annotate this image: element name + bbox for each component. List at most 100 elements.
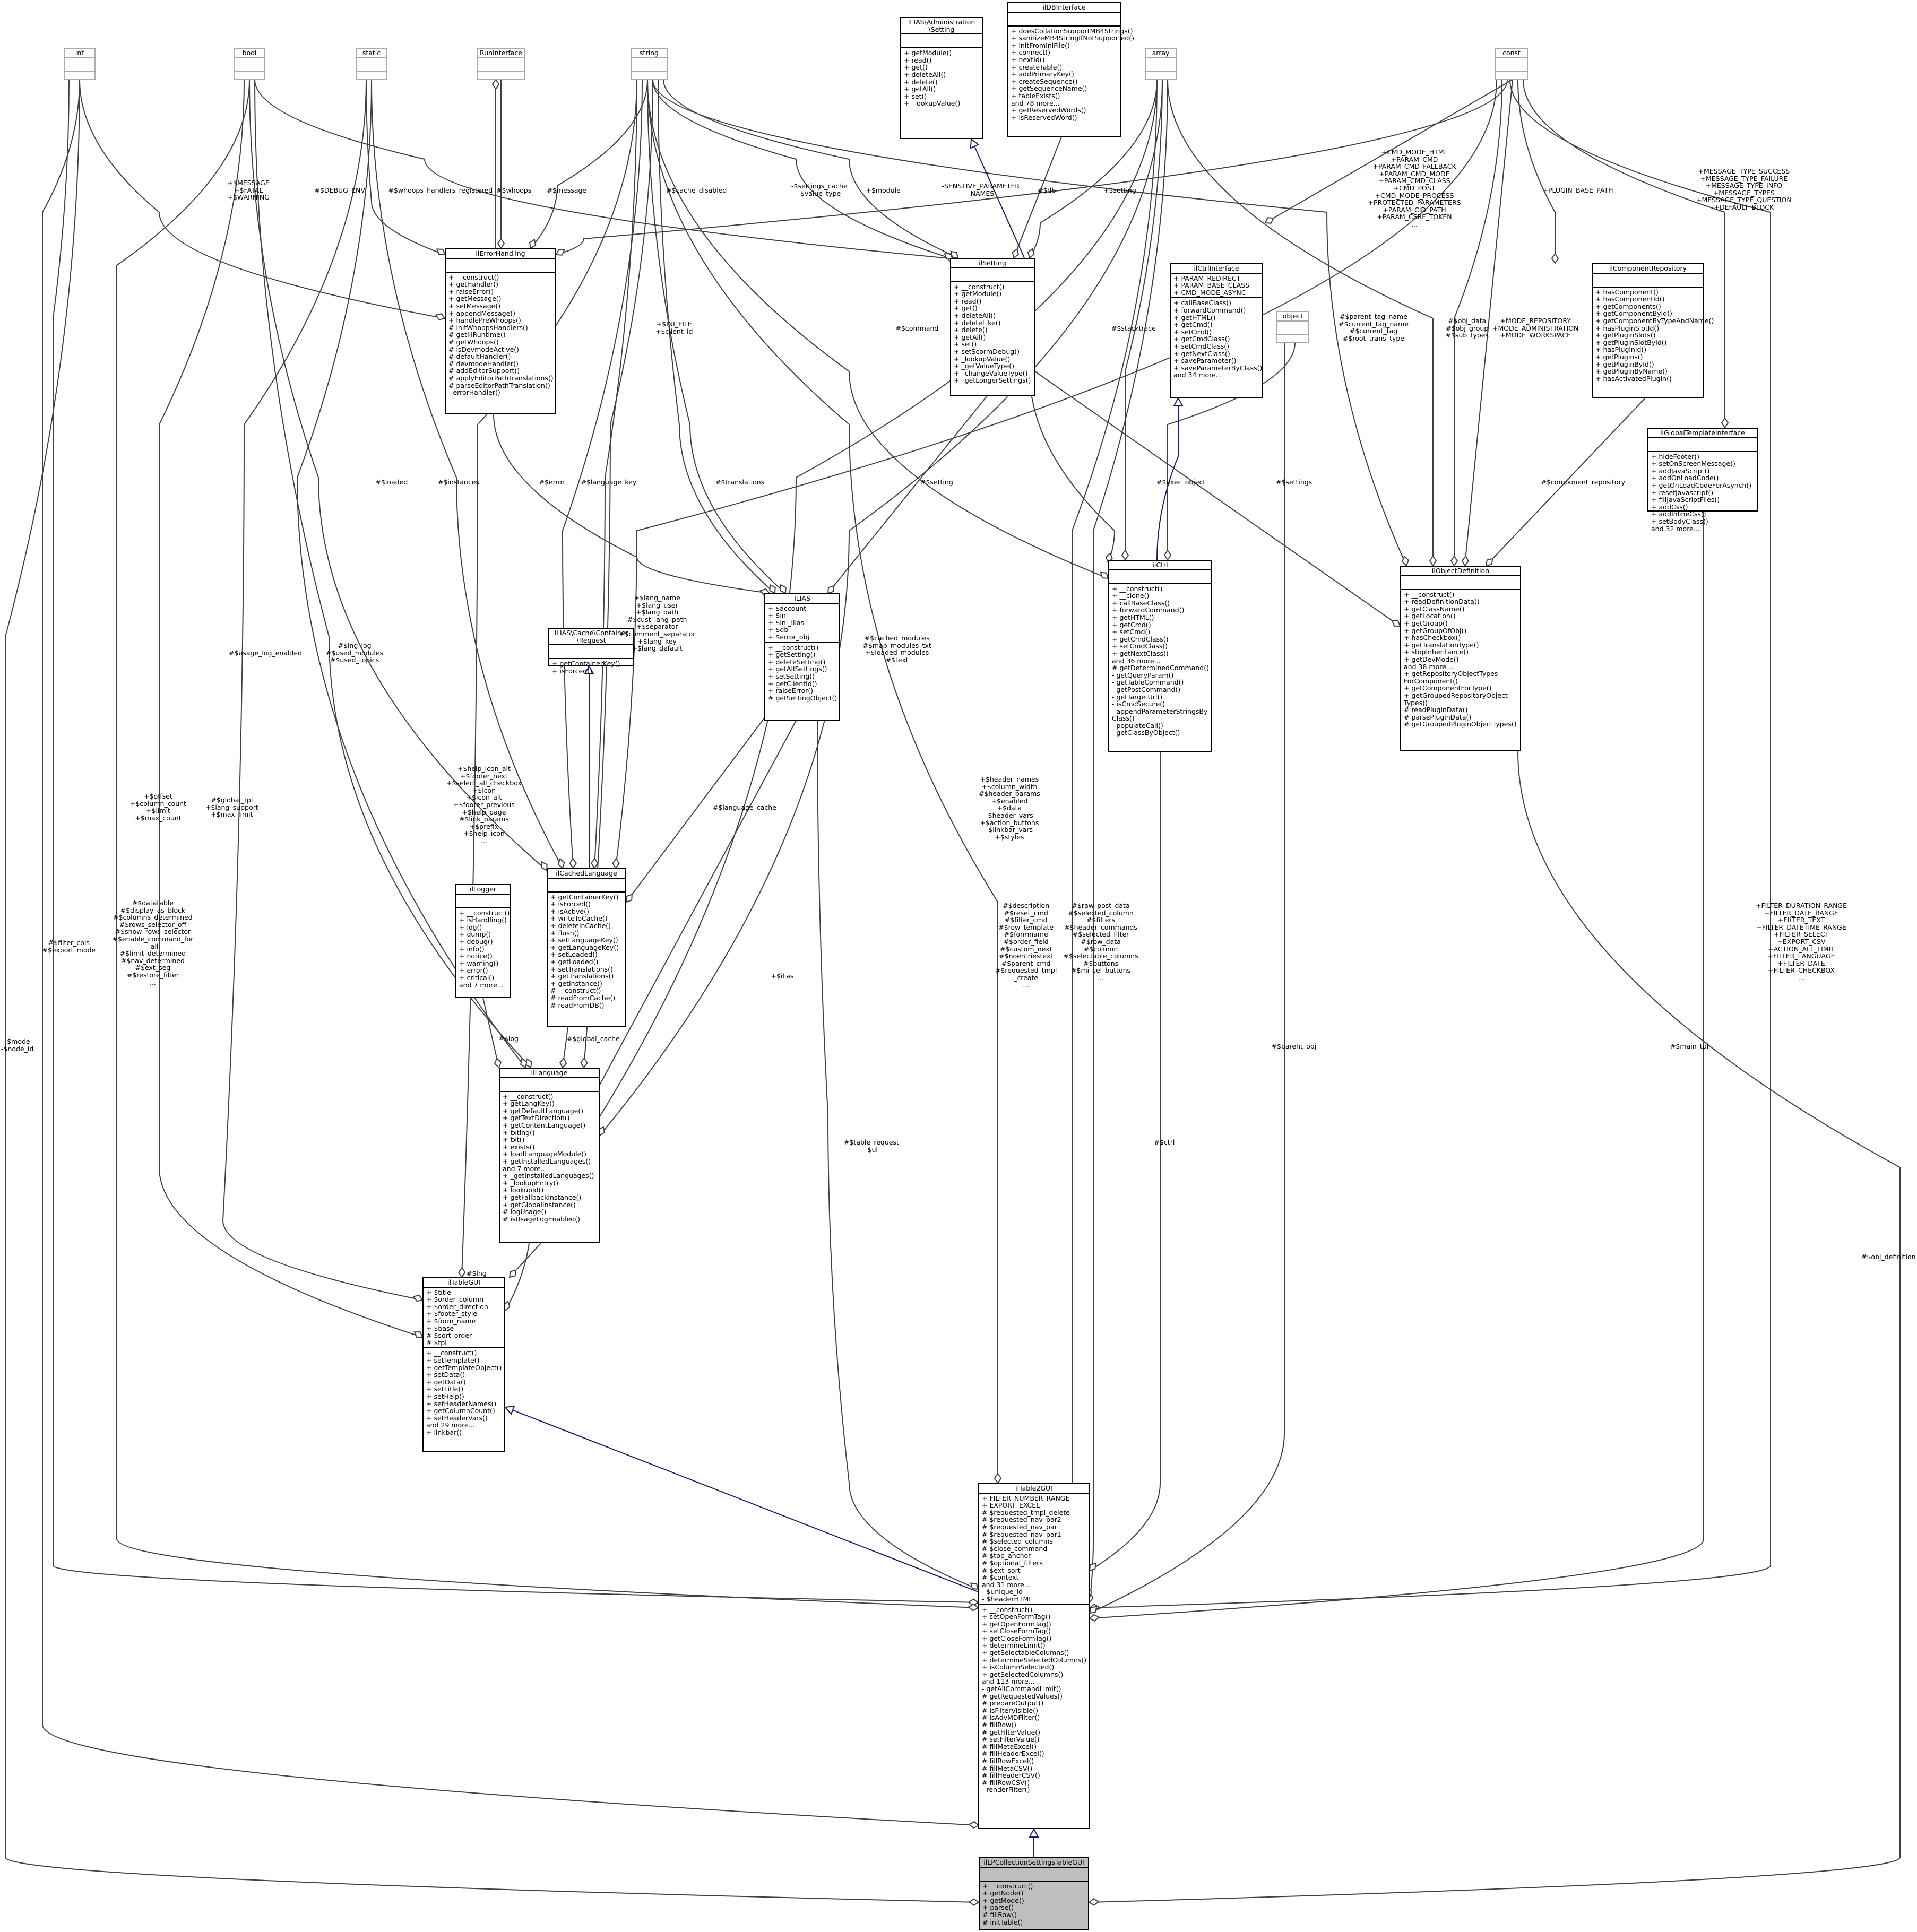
class-methods: + __construct()+ __clone()+ callBaseClas… bbox=[1109, 584, 1211, 738]
association-edge bbox=[366, 79, 445, 255]
association-edge bbox=[1029, 79, 1158, 258]
class-methods: + __construct()+ getNode()+ getMode()+ p… bbox=[980, 1882, 1088, 1927]
class-method: + getInstance() bbox=[550, 979, 602, 987]
class-method: + addCss() bbox=[1651, 503, 1688, 511]
class-box-object[interactable]: object bbox=[1276, 311, 1309, 343]
class-method: + hasPluginId() bbox=[1595, 345, 1647, 354]
aggregation-diamond bbox=[950, 250, 959, 259]
class-box-array[interactable]: array bbox=[1145, 48, 1177, 80]
class-method: # isDevmodeActive() bbox=[448, 345, 520, 353]
class-box-lang[interactable]: ilLanguage+ __construct()+ getLangKey()+… bbox=[499, 1068, 600, 1243]
class-methods: + doesCollationSupportMB4Strings()+ sani… bbox=[1008, 27, 1134, 123]
class-box-cachedlang[interactable]: ilCachedLanguage+ getContainerKey()+ isF… bbox=[547, 868, 626, 1027]
class-method: + getComponents() bbox=[1595, 302, 1661, 310]
aggregation-diamond bbox=[1088, 1898, 1100, 1906]
class-method: + getModule() bbox=[904, 49, 952, 57]
class-method: # getWhoops() bbox=[448, 337, 499, 346]
inheritance-arrowhead bbox=[970, 138, 980, 149]
class-box-logger[interactable]: ilLogger+ __construct()+ isHandling()+ l… bbox=[455, 884, 511, 998]
edge-label: #$usage_log_enabled bbox=[229, 649, 303, 657]
class-box-objdef[interactable]: ilObjectDefinition+ __construct()+ readD… bbox=[1400, 566, 1521, 751]
edge-label: +$help_icon_alt +$footer_next +$select_a… bbox=[446, 765, 522, 845]
class-method: + setHeaderVars() bbox=[426, 1414, 488, 1422]
edge-label: #$component_repository bbox=[1541, 478, 1626, 486]
class-box-int[interactable]: int bbox=[64, 48, 96, 80]
class-method: + hasComponentId() bbox=[1595, 295, 1665, 304]
class-methods bbox=[1277, 335, 1308, 348]
class-method: + raiseError() bbox=[448, 287, 494, 296]
class-box-err[interactable]: ilErrorHandling+ __construct()+ getHandl… bbox=[445, 248, 556, 414]
association-edge bbox=[222, 79, 423, 1301]
class-method: - errorHandler() bbox=[448, 388, 500, 397]
class-title: const bbox=[1496, 49, 1527, 58]
class-attribute: + $order_direction bbox=[426, 1302, 488, 1311]
aggregation-diamond bbox=[497, 238, 505, 249]
class-box-table2gui[interactable]: ilTable2GUI+ FILTER_NUMBER_RANGE+ EXPORT… bbox=[978, 1483, 1090, 1829]
class-attribute: + CMD_MODE_ASYNC bbox=[1173, 288, 1246, 297]
class-box-string[interactable]: string bbox=[631, 48, 668, 80]
class-method: + log() bbox=[459, 923, 482, 931]
aggregation-diamond bbox=[1012, 248, 1020, 259]
class-box-bool[interactable]: bool bbox=[234, 48, 265, 80]
class-box-dbi[interactable]: ilDBInterface+ doesCollationSupportMB4St… bbox=[1007, 2, 1134, 137]
class-box-run[interactable]: RunInterface bbox=[477, 48, 525, 80]
class-method: + setMessage() bbox=[448, 301, 501, 310]
class-method: + addOnLoadCode() bbox=[1651, 474, 1719, 482]
class-method: + getData() bbox=[426, 1377, 466, 1386]
class-box-static[interactable]: static bbox=[356, 48, 387, 80]
class-attributes bbox=[500, 1078, 599, 1092]
aggregation-diamond bbox=[569, 857, 577, 869]
aggregation-diamond bbox=[1089, 1562, 1096, 1572]
class-method: + getCmd() bbox=[1173, 320, 1213, 329]
class-box-ctrlif[interactable]: ilCtrlInterface+ PARAM_REDIRECT+ PARAM_B… bbox=[1170, 263, 1263, 398]
class-method: + getOnLoadCodeForAsynch() bbox=[1651, 481, 1752, 489]
inheritance-arrowhead bbox=[584, 664, 594, 674]
association-edge bbox=[116, 79, 979, 1608]
class-box-ilias_setting[interactable]: ILIAS\Administration \Setting+ getModule… bbox=[900, 17, 983, 139]
class-method: + read() bbox=[904, 56, 932, 64]
class-method: + stopInheritance() bbox=[1404, 648, 1469, 656]
class-method: # applyEditorPathTranslations() bbox=[448, 374, 554, 382]
edge-label: #$settings bbox=[1276, 478, 1312, 486]
class-box-ilias[interactable]: ILIAS+ $account+ $ini+ $ini_ilias+ $db+ … bbox=[764, 593, 840, 721]
edge-label: #$log bbox=[498, 1035, 519, 1043]
class-box-ilsetting[interactable]: ilSetting+ __construct()+ getModule()+ r… bbox=[950, 258, 1035, 396]
class-box-const[interactable]: const bbox=[1495, 48, 1528, 80]
class-method: + raiseError() bbox=[768, 687, 814, 695]
class-method: # readPluginData() bbox=[1404, 706, 1468, 714]
class-method: + getComponentById() bbox=[1595, 309, 1672, 318]
class-box-cachereq[interactable]: ILIAS\Cache\Container \Request+ getConta… bbox=[548, 628, 634, 674]
edge-label: +$lang_name +$lang_user +$lang_path #$cu… bbox=[619, 594, 696, 653]
aggregation-diamond bbox=[968, 1821, 980, 1829]
class-box-comprepo[interactable]: ilComponentRepository+ hasComponent()+ h… bbox=[1592, 263, 1714, 398]
association-edge bbox=[1089, 343, 1285, 1614]
edge-label: +$ilias bbox=[771, 972, 794, 980]
class-method: # parsePluginData() bbox=[1404, 713, 1472, 721]
class-title: static bbox=[357, 49, 386, 58]
class-method: # getGroupedPluginObjectTypes() bbox=[1404, 720, 1517, 729]
association-edge bbox=[647, 79, 786, 594]
edge-label: #$obj_definition bbox=[1861, 1253, 1916, 1261]
class-attributes bbox=[951, 268, 1034, 282]
class-box-gtpl[interactable]: ilGlobalTemplateInterface+ hideFooter()+… bbox=[1647, 428, 1758, 532]
class-method: + hasPluginSlotId() bbox=[1595, 324, 1660, 332]
class-method: - getClassByObject() bbox=[1112, 729, 1180, 737]
class-attributes bbox=[1593, 274, 1703, 288]
class-attributes bbox=[1109, 570, 1211, 584]
class-method: and 29 more... bbox=[426, 1421, 475, 1429]
edge-label: #$global_tpl +$lang_support +$max_limit bbox=[205, 796, 258, 819]
class-method: + getCmdClass() bbox=[1173, 335, 1230, 343]
class-method: + hasActivatedPlugin() bbox=[1595, 374, 1672, 383]
class-attributes: + $account+ $ini+ $ini_ilias+ $db+ $erro… bbox=[765, 604, 839, 643]
class-methods: + __construct()+ setOpenFormTag()+ getOp… bbox=[979, 1605, 1089, 1795]
class-method: + getContainerKey() bbox=[552, 660, 620, 668]
class-box-tablegui[interactable]: ilTableGUI+ $title+ $order_column+ $orde… bbox=[422, 1277, 505, 1452]
class-method: # isUsageLogEnabled() bbox=[503, 1215, 580, 1223]
class-methods: + __construct()+ getSetting()+ deleteSet… bbox=[765, 643, 839, 703]
class-box-current[interactable]: ilLPCollectionSettingsTableGUI+ __constr… bbox=[979, 1857, 1089, 1930]
edge-label: #$parent_obj bbox=[1271, 1042, 1317, 1050]
class-method: + dump() bbox=[459, 930, 491, 939]
class-box-ctrl[interactable]: ilCtrl+ __construct()+ __clone()+ callBa… bbox=[1108, 560, 1212, 752]
edge-label: #$command bbox=[895, 324, 939, 332]
class-attribute: + $account bbox=[768, 604, 807, 612]
